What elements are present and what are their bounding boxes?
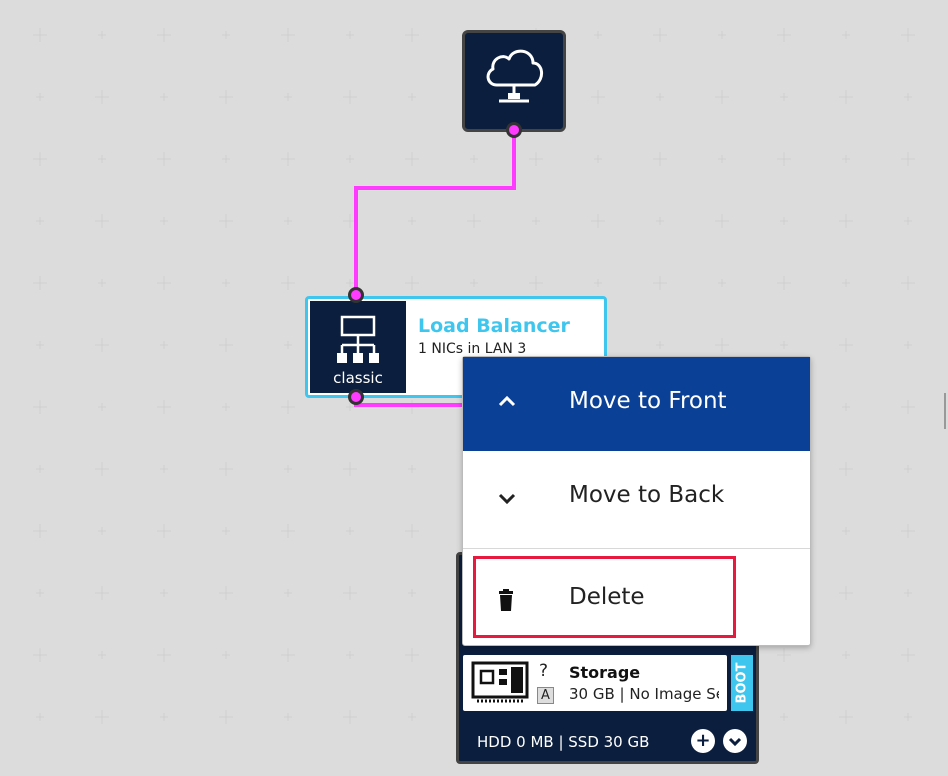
cloud-network-icon xyxy=(486,49,543,103)
menu-item-delete[interactable]: Delete xyxy=(463,553,810,647)
chevron-up-icon xyxy=(498,395,516,407)
internet-node[interactable] xyxy=(462,30,566,138)
storage-status: ? xyxy=(539,661,549,681)
load-balancer-output-port[interactable] xyxy=(348,389,364,405)
context-menu: Move to Front Move to Back Delete xyxy=(462,356,811,646)
drive-icon xyxy=(471,661,529,703)
load-balancer-title: Load Balancer xyxy=(418,315,570,337)
menu-item-label: Delete xyxy=(569,584,645,610)
scrollbar-edge[interactable] xyxy=(944,393,946,429)
storage-item[interactable]: ? A Storage 30 GB | No Image Selected xyxy=(463,655,727,711)
load-balancer-icon-panel: classic xyxy=(310,301,406,393)
chevron-down-icon xyxy=(498,493,516,505)
storage-title: Storage xyxy=(569,663,641,682)
menu-item-label: Move to Back xyxy=(569,482,725,508)
chevron-down-icon xyxy=(728,737,742,747)
storage-badge: A xyxy=(537,687,554,704)
load-balancer-type: classic xyxy=(333,369,383,387)
storage-subtitle: 30 GB | No Image Selected xyxy=(569,685,719,703)
load-balancer-subtitle: 1 NICs in LAN 3 xyxy=(418,341,527,357)
add-storage-button[interactable]: + xyxy=(691,729,715,753)
boot-badge: BOOT xyxy=(731,655,753,711)
expand-server-button[interactable] xyxy=(723,729,747,753)
menu-separator xyxy=(463,548,810,549)
menu-item-move-to-back[interactable]: Move to Back xyxy=(463,451,810,545)
network-hierarchy-icon xyxy=(337,315,379,363)
load-balancer-input-port[interactable] xyxy=(348,287,364,303)
trash-icon xyxy=(499,589,513,611)
menu-item-move-to-front[interactable]: Move to Front xyxy=(463,357,810,451)
internet-output-port[interactable] xyxy=(506,122,522,138)
menu-item-label: Move to Front xyxy=(569,388,727,414)
server-hardware-summary: HDD 0 MB | SSD 30 GB xyxy=(477,733,650,751)
